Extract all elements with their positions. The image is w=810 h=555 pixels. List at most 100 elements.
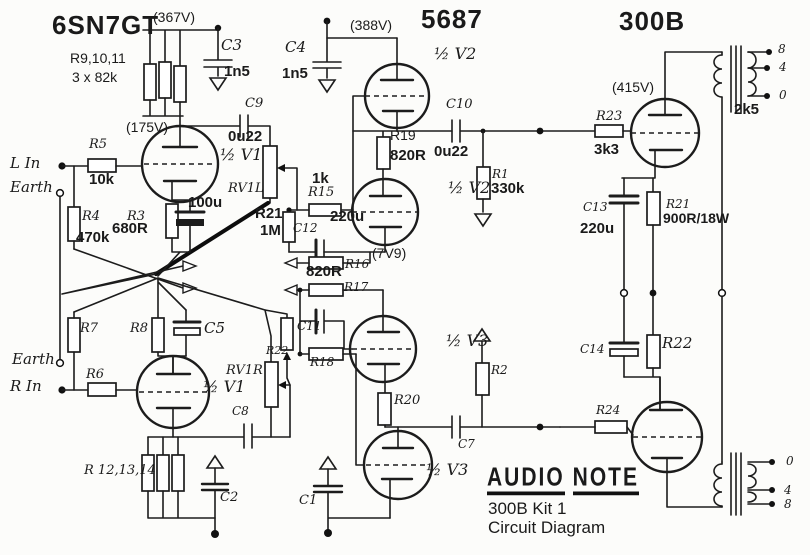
value-r16: 820R: [306, 263, 342, 280]
bias-c14-r22: [608, 295, 661, 411]
value-100u: 100u: [188, 194, 223, 211]
value-r23: 3k3: [594, 141, 620, 158]
tube-v3-bottom: [355, 353, 434, 519]
value-r9-r11: 3 x 82k: [72, 69, 118, 85]
cap-c10-r1: [451, 119, 596, 228]
label-earth-top: Earth: [10, 178, 53, 196]
label-c13: C13: [583, 200, 608, 214]
pot-rv1r-cap-c8: [147, 361, 291, 449]
tube-300b-top: [621, 51, 723, 179]
brand-word-audio: AUDIO: [487, 464, 565, 496]
label-earth-bottom: Earth: [12, 350, 55, 368]
pot-r22: [280, 317, 294, 386]
crossover-wires: [61, 248, 288, 363]
tap-bot-4: 4: [784, 483, 792, 497]
label-r22: R22: [662, 334, 693, 352]
document-subtitle: Circuit Diagram: [488, 518, 606, 537]
label-c5: C5: [204, 319, 226, 337]
voltage-367: (367V): [153, 9, 196, 25]
brand-word-note: NOTE: [572, 464, 640, 496]
value-c3: 1n5: [224, 63, 250, 80]
label-r6: R6: [86, 367, 105, 382]
label-r8: R8: [130, 321, 149, 336]
label-r24: R24: [596, 403, 621, 417]
plate-load-r9-r11: [142, 29, 217, 148]
output-transformer-bottom: [713, 452, 775, 516]
resistor-r20: [377, 392, 392, 428]
cap-c3: [203, 24, 233, 92]
output-transformer-top: [713, 45, 772, 463]
label-half-v3-upper: ½ V3: [446, 331, 489, 350]
tube-type-300b: 300B: [619, 6, 686, 36]
label-r9-r11: R9,10,11: [70, 50, 126, 66]
resistor-r8-cap-c5: [151, 309, 202, 375]
label-c10: C10: [446, 97, 473, 112]
label-r4: R4: [82, 209, 101, 224]
value-r21-1m: 1M: [260, 222, 281, 239]
label-half-v1-bottom: ½ V1: [203, 377, 246, 396]
label-c9: C9: [245, 96, 264, 111]
label-r17: R17: [344, 280, 369, 294]
tube-v3-upper: [348, 289, 418, 394]
voltage-415: (415V): [612, 79, 655, 95]
resistor-r7: [67, 311, 81, 391]
label-r22-pot: R22: [266, 344, 289, 357]
resistor-r4: [67, 206, 81, 250]
value-c4: 1n5: [282, 65, 308, 82]
cathode-r12-r14-c2: [141, 436, 230, 538]
tube-type-6sn7gt: 6SN7GT: [52, 10, 160, 40]
voltage-388: (388V): [350, 17, 393, 33]
tube-v2-top: [352, 37, 431, 213]
label-half-v1-top: ½ V1: [220, 145, 263, 164]
tap-bot-0: 0: [786, 454, 794, 468]
label-r7: R7: [80, 321, 99, 336]
label-r5: R5: [89, 137, 108, 152]
label-c11: C11: [297, 319, 322, 333]
tap-top-8: 8: [778, 42, 786, 56]
label-r-in: R In: [10, 377, 42, 395]
label-r12-r14: R 12,13,14: [84, 463, 156, 478]
voltage-7v9: (7V9): [372, 245, 407, 261]
cap-c9: [179, 114, 271, 147]
resistor-r19: [352, 130, 453, 197]
label-r1: R1: [492, 167, 509, 181]
tube-v2-mid: [350, 177, 420, 253]
label-r21-1m: R21: [255, 205, 283, 222]
value-r3: 680R: [112, 220, 148, 237]
label-half-v2-mid: ½ V2: [448, 178, 491, 197]
label-r20: R20: [394, 393, 421, 408]
label-r18: R18: [310, 355, 335, 369]
product-title: 300B Kit 1: [488, 499, 567, 518]
tube-type-5687: 5687: [421, 4, 483, 34]
network-r17-c11-r18: [283, 283, 384, 361]
grid-network-r15-r21: [282, 203, 354, 253]
value-r4: 470k: [76, 229, 110, 246]
bias-c13-r21: [608, 177, 661, 298]
value-c9: 0u22: [228, 128, 263, 145]
label-rv1r: RV1R: [226, 363, 263, 378]
value-r21-900: 900R/18W: [663, 210, 730, 226]
value-c13: 220u: [580, 220, 615, 237]
label-r16: R16: [345, 257, 370, 271]
label-half-v2-top: ½ V2: [434, 44, 477, 63]
cap-c4: [312, 17, 398, 94]
value-c12: 220u: [330, 208, 365, 225]
cathode-r3-100u: [157, 199, 206, 277]
label-c3: C3: [221, 36, 243, 54]
label-c12: C12: [293, 221, 318, 235]
label-r23: R23: [596, 109, 623, 124]
label-c2: C2: [220, 490, 239, 505]
label-c1: C1: [299, 493, 318, 508]
value-r15: 1k: [312, 170, 329, 187]
label-r15: R15: [308, 185, 335, 200]
voltage-175: (175V): [126, 119, 169, 135]
resistor-r23: [594, 124, 632, 138]
input-right: [58, 382, 138, 397]
pot-rv1l: [154, 145, 298, 276]
cathode-c12-r16: [283, 238, 386, 270]
label-c7: C7: [458, 437, 475, 451]
cap-c7-r2-r24: [384, 327, 634, 439]
